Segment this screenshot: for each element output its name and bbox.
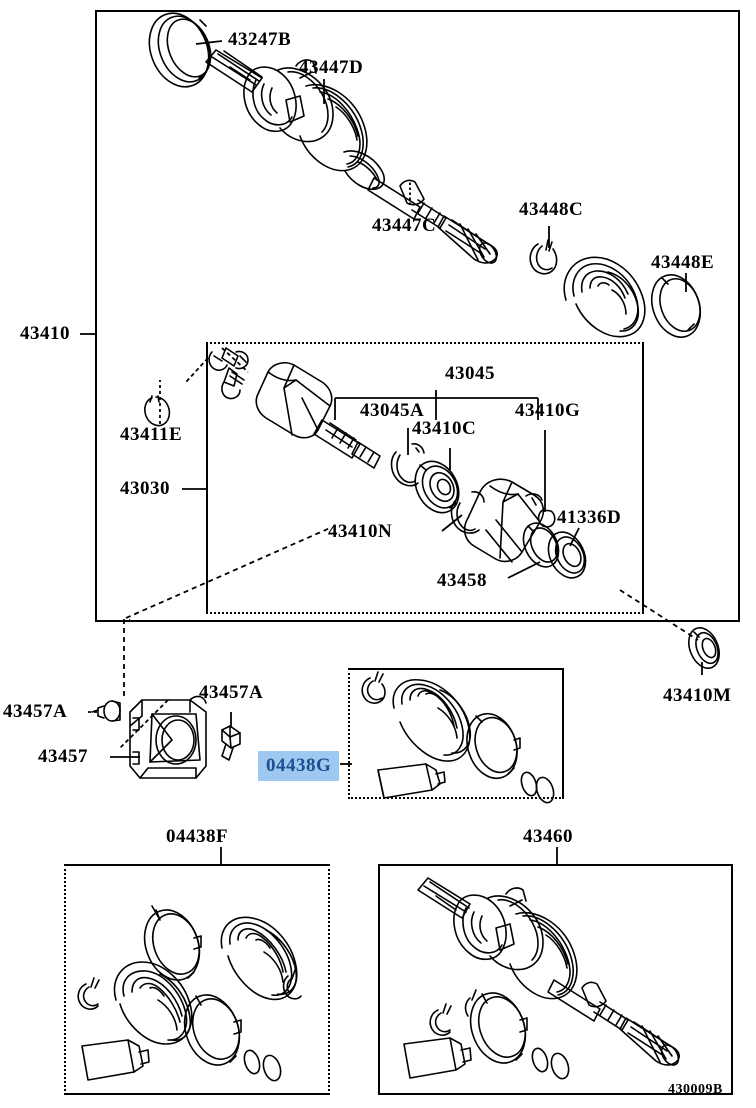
part-43457A-bolt-right — [221, 725, 241, 761]
label-43410C: 43410C — [412, 418, 477, 439]
label-43410N: 43410N — [328, 521, 393, 542]
label-43247B: 43247B — [228, 29, 292, 50]
label-43457A-right: 43457A — [199, 682, 264, 703]
kit-frame-04438G — [348, 668, 564, 799]
label-43457A-left: 43457A — [3, 701, 68, 722]
label-43447C: 43447C — [372, 215, 437, 236]
label-43448C: 43448C — [519, 199, 584, 220]
main-group-frame-43410 — [95, 10, 740, 622]
label-04438G-highlighted[interactable]: 04438G — [258, 751, 340, 781]
diagram-reference-code: 430009B — [668, 1082, 723, 1097]
label-43411E: 43411E — [120, 424, 183, 445]
part-43410M-ring — [688, 627, 720, 669]
part-43457A-bolt-left — [91, 700, 121, 722]
label-43457: 43457 — [38, 746, 88, 767]
label-43410: 43410 — [20, 323, 70, 344]
part-43457-bracket — [129, 695, 207, 779]
label-43458: 43458 — [437, 570, 487, 591]
label-43410M: 43410M — [663, 685, 732, 706]
label-43448E: 43448E — [651, 252, 715, 273]
label-43447D: 43447D — [299, 57, 364, 78]
label-43030: 43030 — [120, 478, 170, 499]
kit-frame-04438F — [64, 864, 330, 1095]
label-43410G: 43410G — [515, 400, 581, 421]
label-04438F: 04438F — [166, 826, 229, 847]
label-43045: 43045 — [445, 363, 495, 384]
label-43045A: 43045A — [360, 400, 425, 421]
label-41336D: 41336D — [557, 507, 622, 528]
subgroup-frame-43030 — [206, 342, 644, 614]
assembly-frame-43460 — [378, 864, 733, 1095]
label-43460: 43460 — [523, 826, 573, 847]
